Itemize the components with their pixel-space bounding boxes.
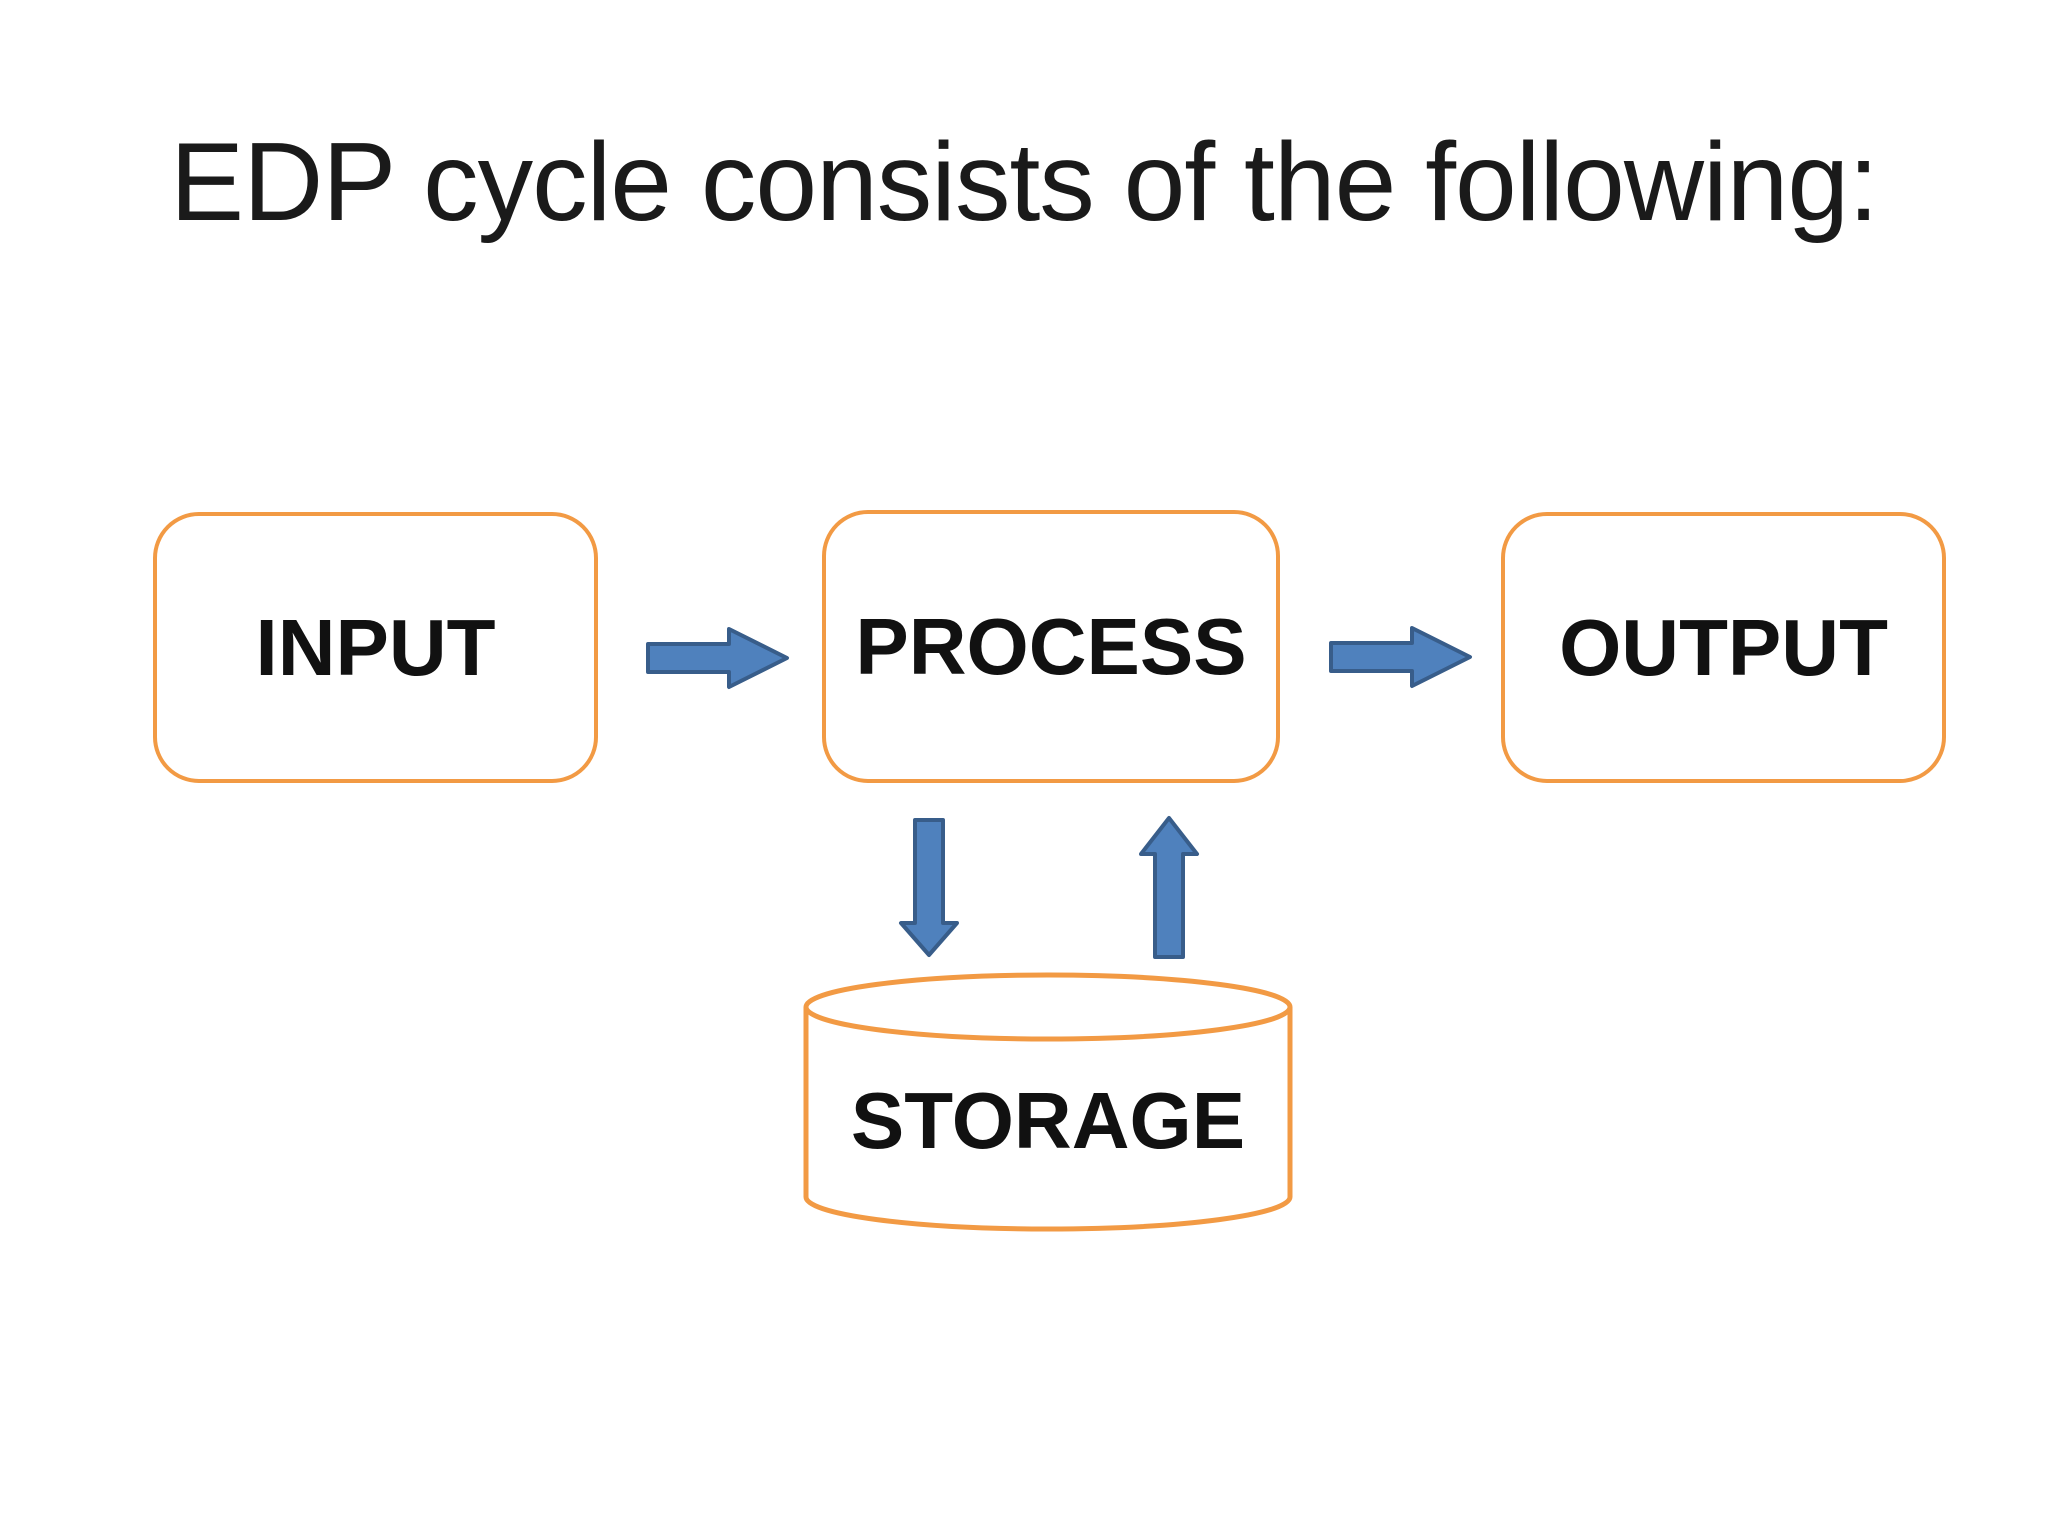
cylinder-icon (803, 972, 1293, 1232)
up-arrow-icon (1139, 816, 1199, 959)
up-arrow-shape (1139, 816, 1199, 959)
input-to-process-arrow (645, 625, 790, 691)
process-to-storage-arrow (898, 817, 960, 958)
input-node-label: INPUT (255, 602, 496, 692)
storage-node: STORAGE (802, 971, 1294, 1233)
output-node-label: OUTPUT (1559, 602, 1888, 692)
process-to-output-arrow (1328, 624, 1473, 690)
output-node: OUTPUT (1501, 512, 1946, 783)
process-node-label: PROCESS (855, 601, 1247, 691)
down-arrow-icon (899, 818, 959, 957)
right-arrow-shape (646, 627, 789, 689)
cylinder-body (803, 1007, 1293, 1232)
page-title: EDP cycle consists of the following: (170, 120, 1879, 244)
process-node: PROCESS (822, 510, 1280, 783)
storage-to-process-arrow (1138, 815, 1200, 960)
right-arrow-icon (1329, 626, 1472, 688)
cylinder-top (803, 972, 1293, 1042)
input-node: INPUT (153, 512, 598, 783)
down-arrow-shape (899, 818, 959, 957)
right-arrow-shape (1329, 626, 1472, 688)
storage-node-label: STORAGE (850, 1076, 1246, 1165)
right-arrow-icon (646, 627, 789, 689)
